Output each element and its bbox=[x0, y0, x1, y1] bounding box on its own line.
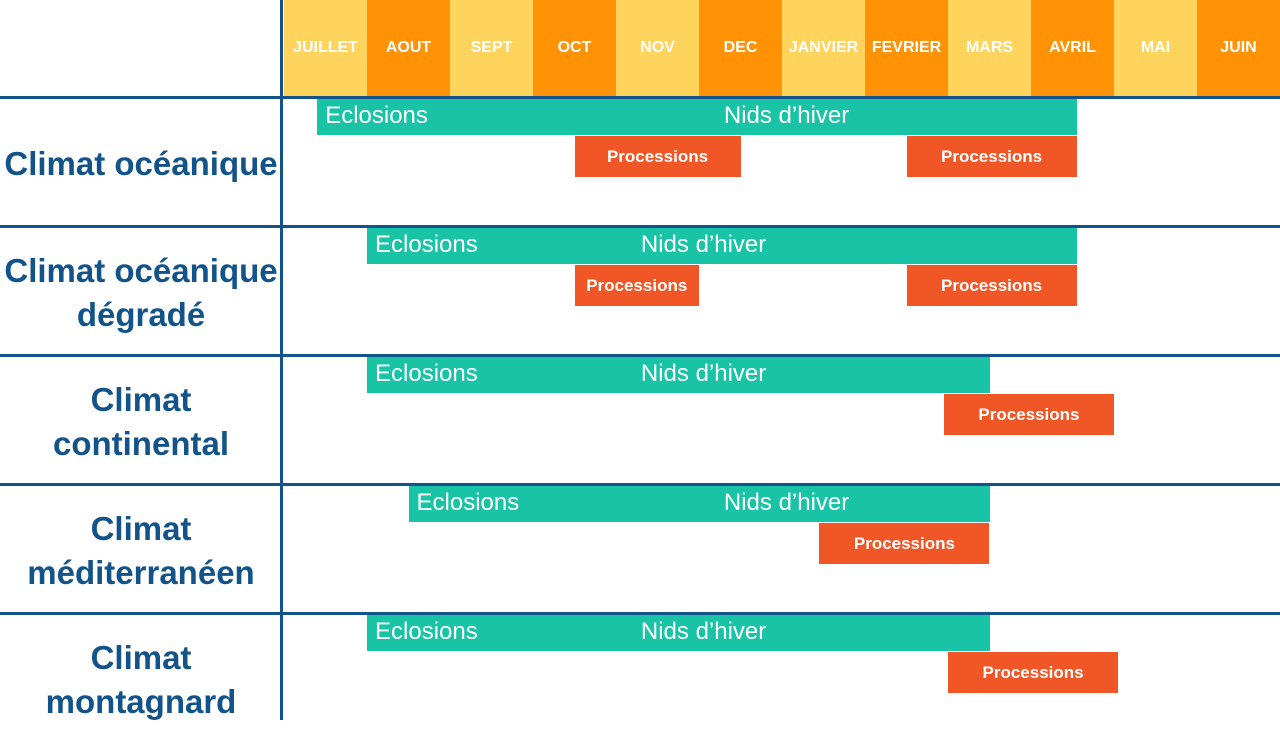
row-divider bbox=[0, 96, 1280, 99]
nids-bar: Eclosions Nids d’hiver bbox=[367, 615, 990, 651]
month-label: AOUT bbox=[385, 39, 432, 56]
month-label: DEC bbox=[723, 39, 758, 56]
month-label: AVRIL bbox=[1049, 39, 1096, 56]
climate-label: Climat océanique dégradé bbox=[4, 251, 278, 333]
eclosions-label: Eclosions bbox=[416, 489, 520, 516]
month-header-cell: DEC bbox=[699, 0, 782, 96]
processions-bar: Processions bbox=[819, 523, 990, 564]
month-header-cell: JUILLET bbox=[284, 0, 367, 96]
month-label: JANVIER bbox=[788, 39, 859, 56]
nids-hiver-label: Nids d’hiver bbox=[640, 360, 767, 387]
month-header-cell: JUIN bbox=[1197, 0, 1280, 96]
eclosions-label: Eclosions bbox=[325, 102, 428, 129]
month-header-cell: MAI bbox=[1114, 0, 1197, 96]
nids-bar: Eclosions Nids d’hiver bbox=[408, 486, 990, 522]
row-divider bbox=[0, 225, 1280, 228]
processions-bar: Processions bbox=[574, 136, 741, 177]
eclosions-label: Eclosions bbox=[375, 231, 478, 258]
month-header-cell: AOUT bbox=[367, 0, 450, 96]
month-label: JUIN bbox=[1220, 39, 1257, 56]
nids-bar: Eclosions Nids d’hiver bbox=[317, 99, 1077, 135]
label-axis-line bbox=[280, 0, 283, 720]
processions-bar: Processions bbox=[906, 265, 1077, 306]
month-label: SEPT bbox=[470, 39, 513, 56]
month-label: FEVRIER bbox=[871, 39, 942, 56]
month-label: MARS bbox=[965, 39, 1014, 56]
row-divider bbox=[0, 354, 1280, 357]
nids-hiver-label: Nids d’hiver bbox=[723, 489, 850, 516]
month-label: NOV bbox=[640, 39, 675, 56]
climate-label: Climat méditerranéen bbox=[27, 509, 255, 591]
month-header-cell: OCT bbox=[533, 0, 616, 96]
processions-bar: Processions bbox=[948, 652, 1119, 693]
month-label: OCT bbox=[557, 39, 592, 56]
nids-hiver-label: Nids d’hiver bbox=[723, 102, 850, 129]
month-header-cell: SEPT bbox=[450, 0, 533, 96]
nids-bar: Eclosions Nids d’hiver bbox=[367, 228, 1077, 264]
processions-bar: Processions bbox=[943, 394, 1114, 435]
nids-hiver-label: Nids d’hiver bbox=[640, 231, 767, 258]
row-divider bbox=[0, 612, 1280, 615]
climate-label: Climat océanique bbox=[4, 144, 278, 182]
eclosions-label: Eclosions bbox=[375, 618, 478, 645]
climate-label: Climat continental bbox=[52, 380, 229, 462]
month-label: MAI bbox=[1140, 39, 1171, 56]
month-header-cell: NOV bbox=[616, 0, 699, 96]
month-header-cell: JANVIER bbox=[782, 0, 865, 96]
climate-label: Climat montagnard bbox=[45, 638, 237, 720]
row-divider bbox=[0, 483, 1280, 486]
month-header-cell: AVRIL bbox=[1031, 0, 1114, 96]
nids-hiver-label: Nids d’hiver bbox=[640, 618, 767, 645]
processions-bar: Processions bbox=[906, 136, 1077, 177]
eclosions-label: Eclosions bbox=[375, 360, 478, 387]
month-label: JUILLET bbox=[293, 39, 358, 56]
processions-bar: Processions bbox=[574, 265, 699, 306]
month-header-cell: MARS bbox=[948, 0, 1031, 96]
gantt-chart: JUILLET AOUT SEPT OCT NOV DEC JANVIER FEVRIER MA… bbox=[0, 0, 1280, 720]
month-header-cell: FEVRIER bbox=[865, 0, 948, 96]
nids-bar: Eclosions Nids d’hiver bbox=[367, 357, 990, 393]
